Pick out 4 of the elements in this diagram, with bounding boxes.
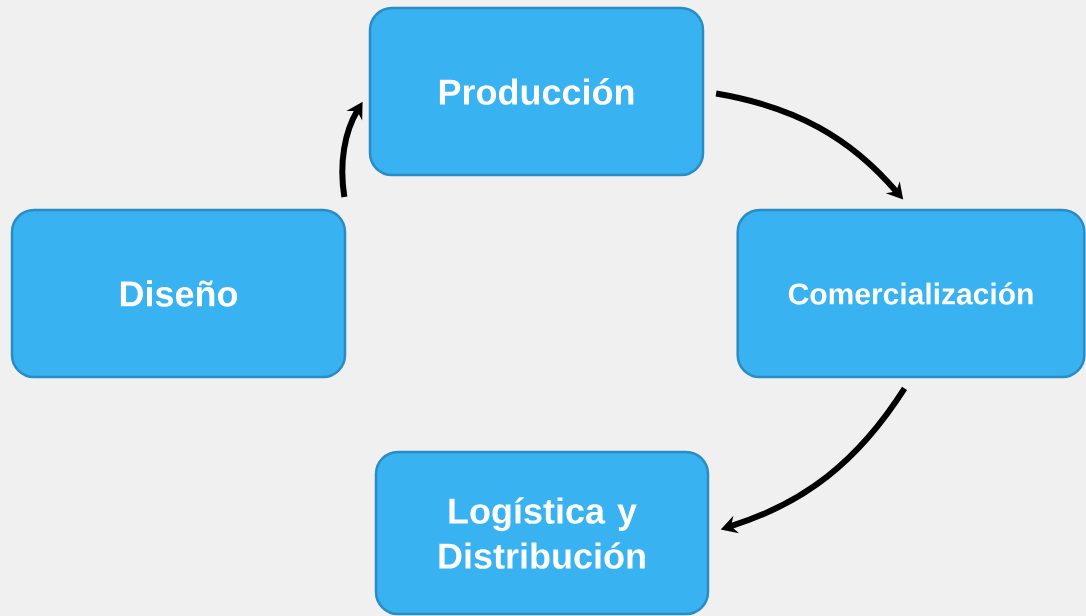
process-box: Diseño [10,208,347,379]
process-box: Logística y Distribución [374,450,710,616]
process-box: Comercialización [736,208,1086,379]
process-box: Producción [368,6,705,177]
